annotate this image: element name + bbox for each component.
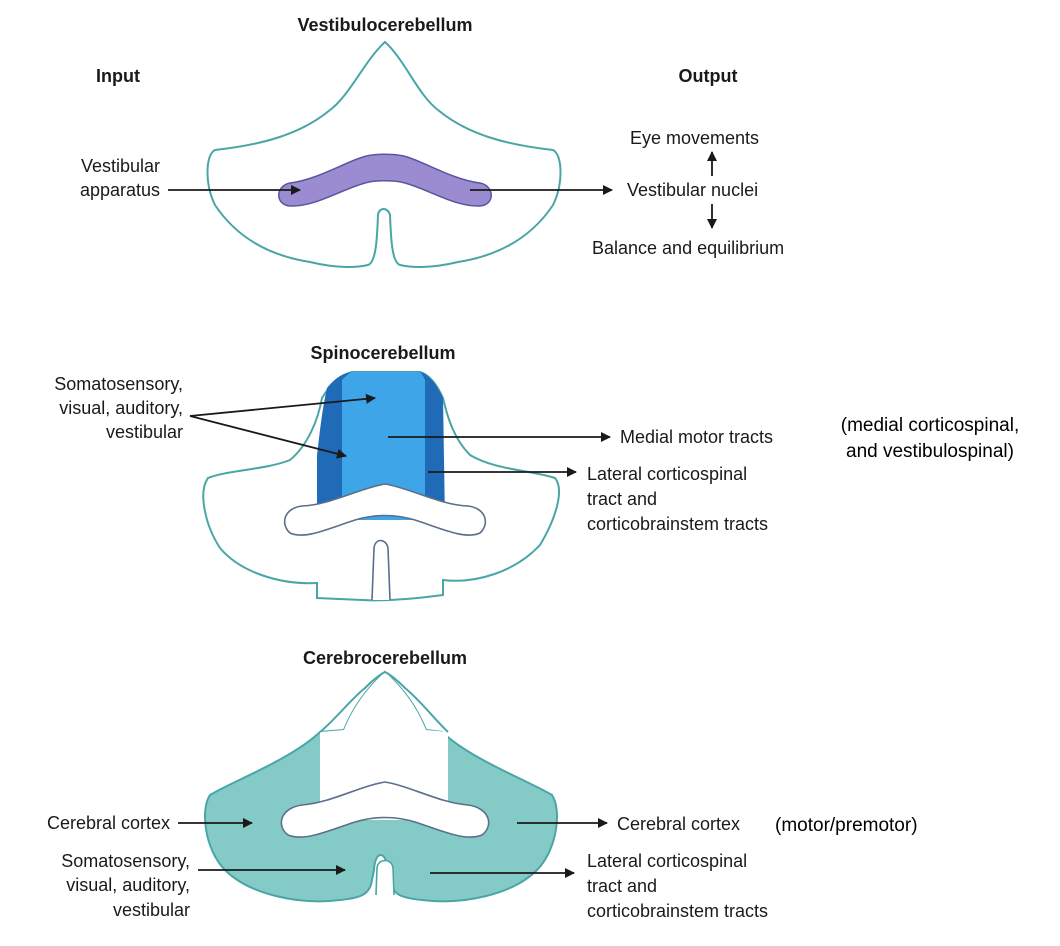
vestibulo-nodulus-region [278,153,492,207]
spino-out2-line2: tract and [587,489,657,509]
vestibulo-input-line2: apparatus [80,180,160,200]
cerebro-input2-line1: Somatosensory, [61,851,190,871]
cerebro-out1-note: (motor/premotor) [775,815,918,836]
spino-fourth-ventricle [283,483,487,536]
spino-midline-notch [371,539,391,601]
vestibulo-out-bottom: Balance and equilibrium [592,238,784,258]
cerebro-midline-notch [375,859,395,896]
vestibulo-out-top: Eye movements [630,128,759,148]
cerebro-input2-line2: visual, auditory, [66,875,190,895]
cerebro-out1: Cerebral cortex [617,814,740,834]
vestibulo-input-line1: Vestibular [81,156,160,176]
spino-out1: Medial motor tracts [620,427,773,447]
input-header: Input [96,66,140,86]
spino-input-arrow-medial [189,393,376,417]
cerebro-top-outline [319,670,449,733]
cerebro-fourth-ventricle [280,781,490,838]
spino-out2-line1: Lateral corticospinal [587,464,747,484]
spino-out2-line3: corticobrainstem tracts [587,514,768,534]
vestibulocerebellum-panel: Vestibulocerebellum Input Output Vestibu… [80,15,784,268]
spino-input-arrow-lateral [189,415,347,459]
cerebro-out2-line1: Lateral corticospinal [587,851,747,871]
cerebrocerebellum-panel: Cerebrocerebellum Cerebral cortex Somato… [47,648,918,921]
spino-input-line1: Somatosensory, [54,374,183,394]
cerebro-medial-region [320,672,448,820]
cerebro-input1: Cerebral cortex [47,813,170,833]
output-header: Output [679,66,738,86]
spino-out1-note-line1: (medial corticospinal, [841,415,1019,436]
spino-input-line3: vestibular [106,422,183,442]
spino-medial-zone [342,372,425,520]
spino-title: Spinocerebellum [310,343,455,363]
spinocerebellum-panel: Spinocerebellum Somatosensory, visual, a… [54,343,1019,602]
cerebro-out2-line2: tract and [587,876,657,896]
vestibulo-out-mid: Vestibular nuclei [627,180,758,200]
cerebro-input2-line3: vestibular [113,900,190,920]
spino-input-line2: visual, auditory, [59,398,183,418]
vestibulo-title: Vestibulocerebellum [297,15,472,35]
cerebro-out2-line3: corticobrainstem tracts [587,901,768,921]
cerebro-title: Cerebrocerebellum [303,648,467,668]
spino-out1-note-line2: and vestibulospinal) [846,441,1014,462]
